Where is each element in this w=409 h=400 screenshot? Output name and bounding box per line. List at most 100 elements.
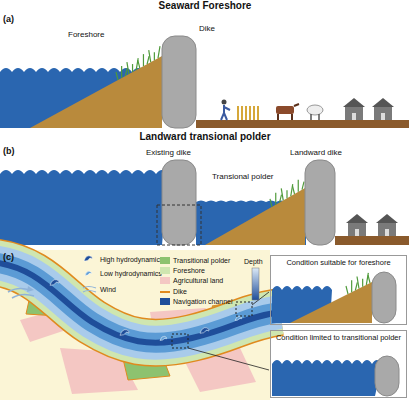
legend-text: Transitional polder — [173, 257, 230, 264]
dike-line — [0, 262, 280, 343]
grass-blade — [293, 186, 295, 194]
house-roof — [372, 98, 394, 107]
grass-blade — [281, 188, 283, 200]
label: Foreshore — [68, 30, 104, 40]
grass-blade — [158, 46, 160, 58]
house-roof — [376, 214, 398, 223]
legend-text: Navigation channel — [173, 298, 233, 305]
legend-text: Low hydrodynamics — [100, 270, 162, 277]
wheat — [257, 106, 259, 120]
wheat — [253, 106, 255, 120]
inset-box: Condition limited to transitional polder — [270, 330, 407, 398]
navigation-channel — [0, 262, 280, 343]
grass-blade — [280, 195, 282, 203]
dashed-focus — [236, 302, 252, 316]
grass-blade — [127, 62, 129, 74]
house-door — [385, 229, 389, 236]
foreshore-band — [0, 262, 280, 343]
leader-line — [188, 348, 269, 370]
sea — [0, 170, 168, 245]
grass-blade — [125, 68, 127, 76]
grass-blade — [291, 184, 293, 196]
dike-body — [162, 36, 196, 128]
land — [196, 120, 409, 128]
depth-bar — [252, 268, 259, 300]
legend-entry: High hydrodynamics — [100, 255, 163, 264]
dike-body — [162, 160, 196, 245]
label: Depth — [244, 257, 263, 267]
foreshore-slope — [30, 56, 162, 128]
house-door — [355, 229, 359, 236]
legend-text: High hydrodynamics — [100, 256, 163, 263]
wave-icon — [235, 316, 242, 320]
wave-icon — [50, 280, 59, 286]
grass-blade — [149, 50, 151, 62]
inset-sea — [272, 360, 382, 396]
grass-blade — [366, 273, 368, 285]
grass-blade — [355, 282, 357, 290]
dike-body — [372, 272, 396, 323]
legend-swatch — [160, 257, 170, 264]
house — [348, 223, 366, 236]
grass-blade — [116, 72, 118, 80]
land — [335, 236, 409, 245]
dike-line-sample — [160, 291, 170, 293]
grass-blade — [138, 60, 140, 68]
legend-swatch — [160, 298, 170, 305]
grass-blade — [143, 54, 144, 66]
inset-slope — [290, 282, 372, 323]
wheat — [245, 106, 247, 120]
panel-heading: (b) — [3, 146, 15, 156]
grass-blade — [121, 66, 122, 78]
farmer-body — [221, 105, 230, 120]
house-roof — [346, 214, 368, 223]
legend-text: Agricultural land — [173, 277, 223, 284]
grass-blade — [351, 280, 352, 292]
grass-blade — [275, 193, 276, 205]
grass-blade — [346, 286, 348, 294]
label: Landward dike — [290, 148, 342, 158]
dashed-focus — [172, 334, 188, 348]
sheep — [307, 105, 323, 115]
grass-blade — [132, 64, 133, 72]
house — [345, 107, 363, 120]
house — [374, 107, 392, 120]
grass-blade — [362, 279, 363, 287]
dike-body — [305, 160, 335, 245]
legend-entry: Agricultural land — [173, 276, 223, 285]
legend-entry: Wind — [100, 285, 116, 294]
wheat — [249, 106, 251, 120]
grass-blade — [136, 58, 138, 70]
wind-arrow — [27, 286, 34, 292]
grass-blade — [298, 180, 299, 192]
grass-blade — [302, 182, 304, 190]
grass-blade — [147, 56, 149, 64]
river-shallow — [0, 262, 280, 343]
house-door — [381, 113, 385, 120]
label: Existing dike — [146, 148, 191, 158]
inset-box: Condition suitable for foreshore — [270, 255, 407, 325]
legend-entry: Transitional polder — [173, 256, 230, 265]
inset-title: Condition limited to transitional polder — [271, 331, 406, 344]
grass-blade — [357, 277, 359, 289]
wheat — [241, 106, 243, 120]
wheat — [237, 106, 239, 120]
wave-icon — [84, 256, 92, 261]
label: Dike — [199, 24, 215, 34]
legend-text: Foreshore — [173, 267, 205, 274]
legend-text: Dike — [173, 288, 187, 295]
legend-text: Wind — [100, 286, 116, 293]
dike-body — [375, 356, 399, 396]
inset-title: Condition suitable for foreshore — [271, 256, 406, 269]
river-deep — [0, 262, 280, 343]
panel-heading: (a) — [3, 14, 14, 24]
grass-blade — [154, 52, 155, 60]
wave-icon — [120, 330, 129, 336]
panel-heading: Seaward Foreshore — [159, 1, 252, 11]
panel-heading: (c) — [3, 252, 14, 262]
cow — [276, 106, 294, 114]
legend-entry: Navigation channel — [173, 297, 233, 306]
legend-swatch — [160, 267, 170, 274]
house-door — [352, 113, 356, 120]
